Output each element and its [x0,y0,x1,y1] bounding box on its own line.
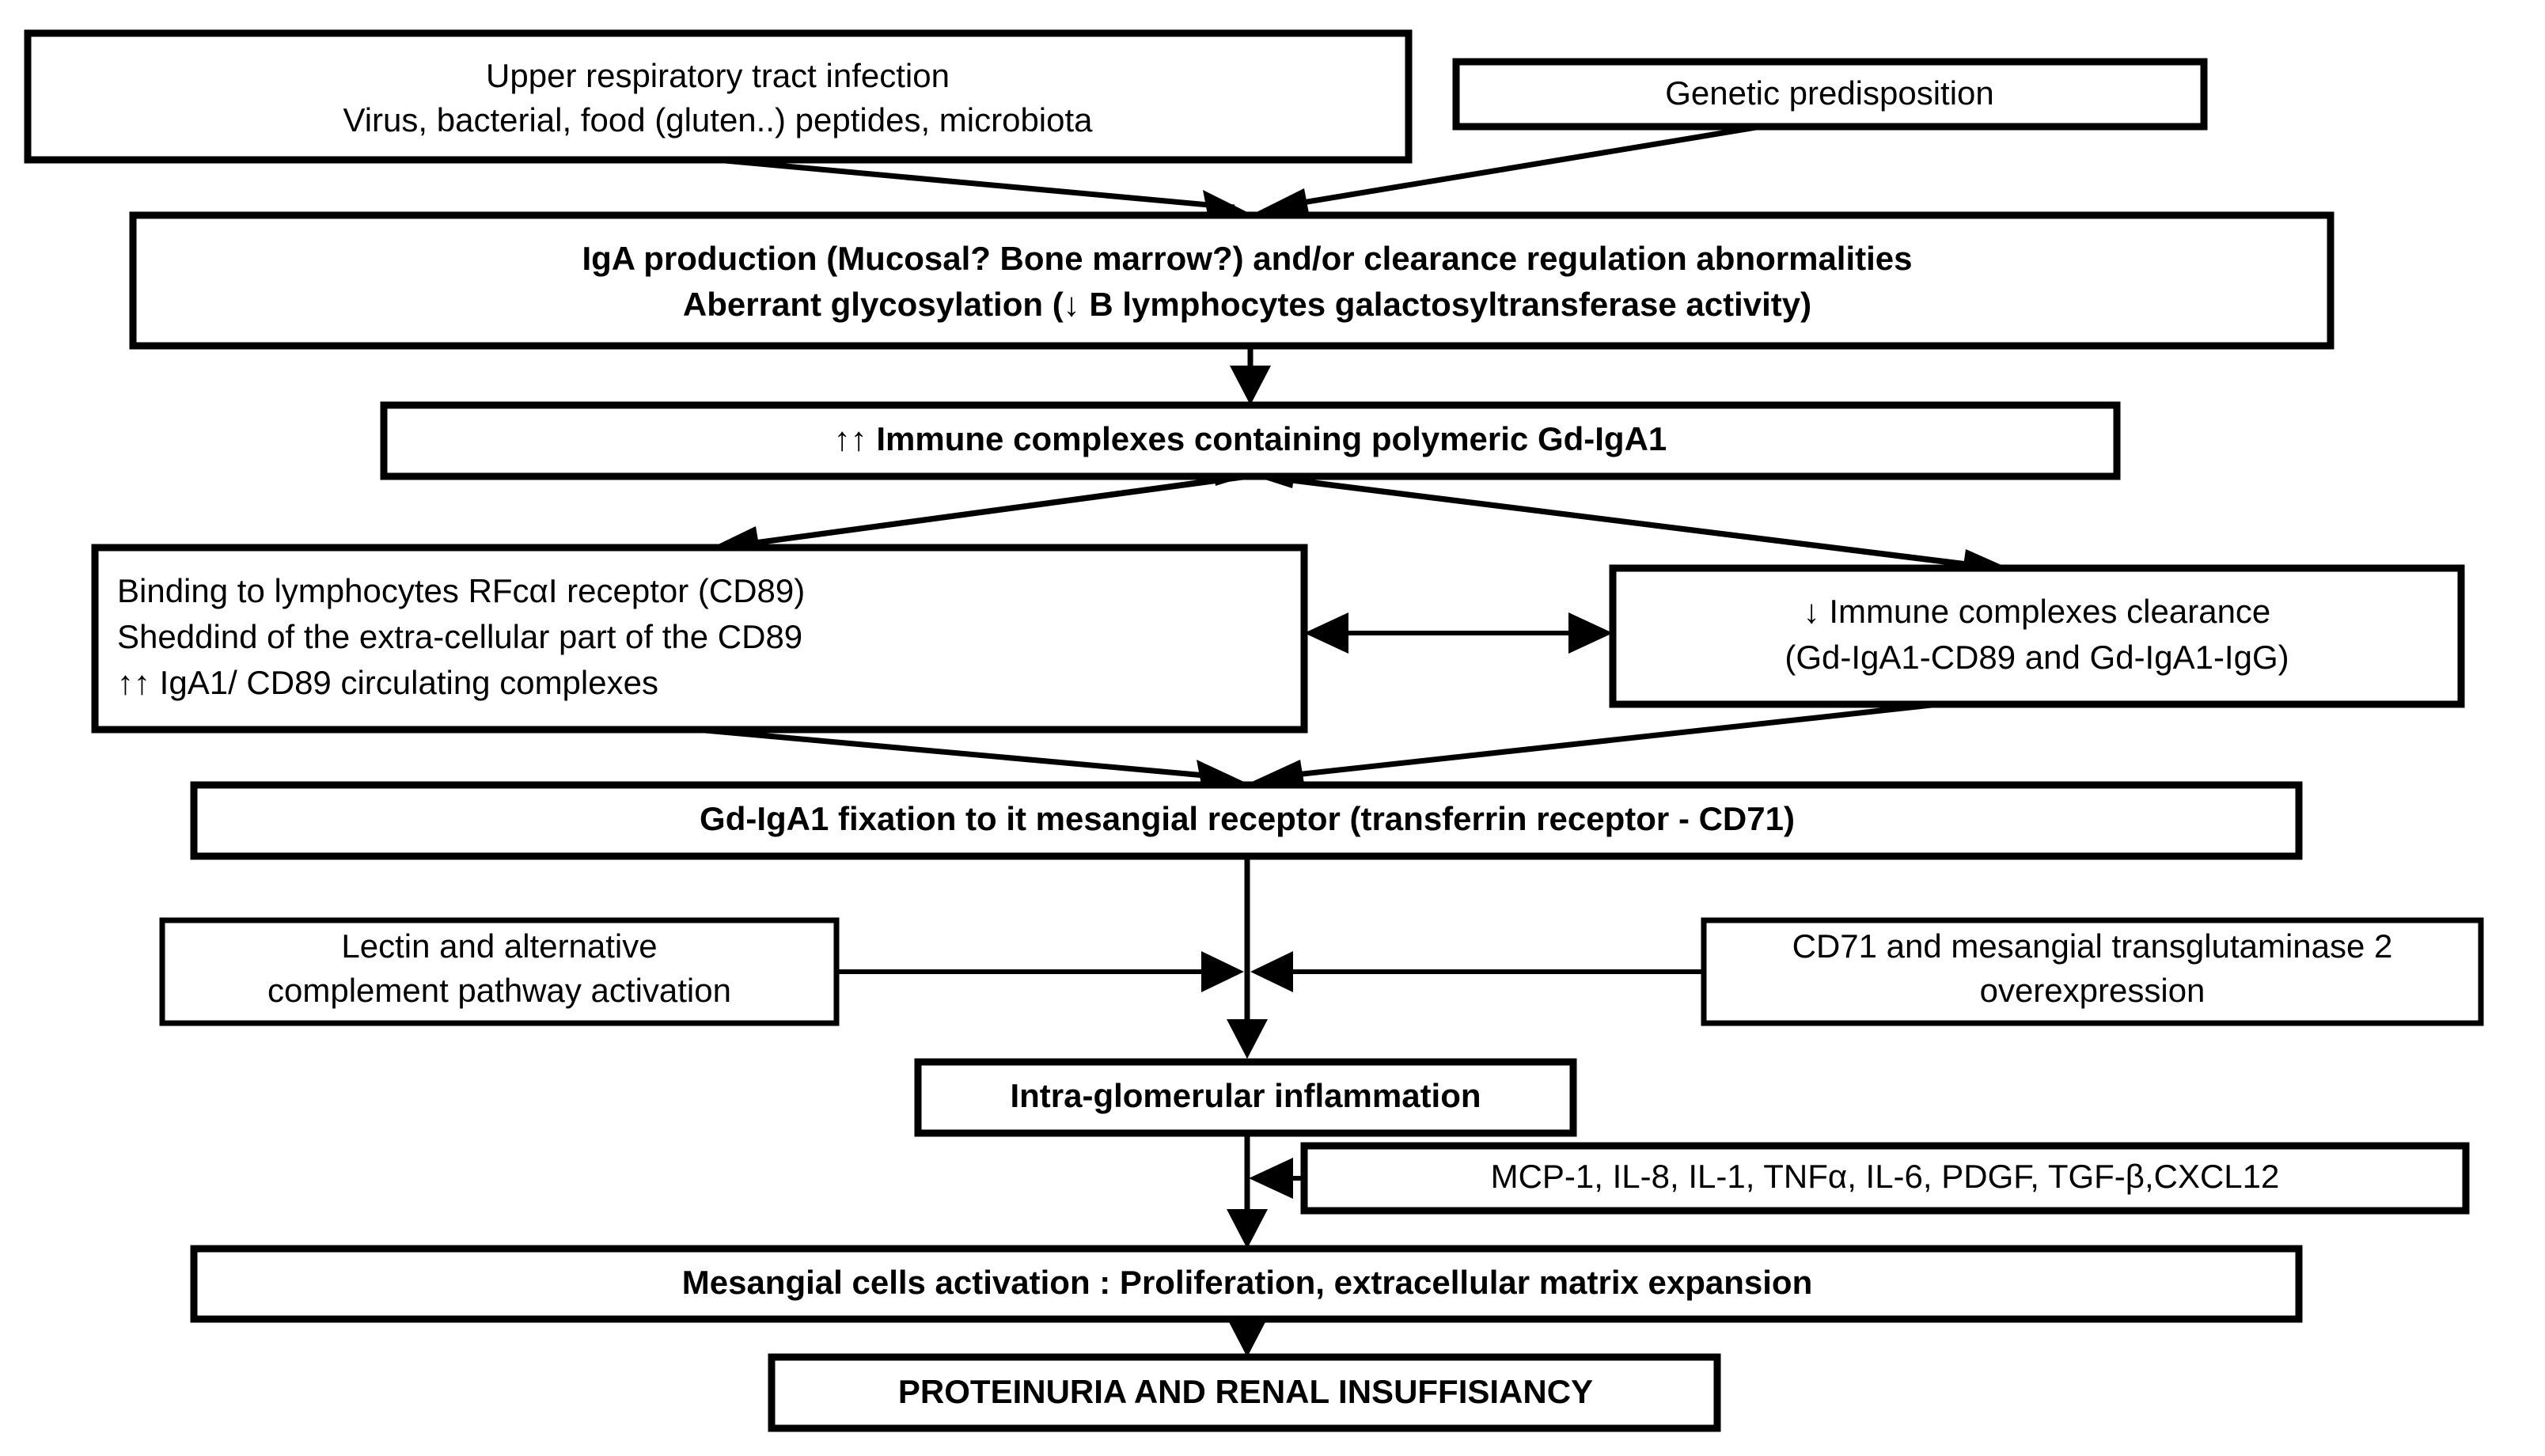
edge-binding-cd89-to-clearance-bidirectional [1304,612,1613,654]
iga-production-line-1: IgA production (Mucosal? Bone marrow?) a… [582,240,1912,277]
lectin-line-2: complement pathway activation [267,972,731,1009]
urti-line-1: Upper respiratory tract infection [486,57,950,94]
immune-complexes-label: ↑↑ Immune complexes containing polymeric… [834,420,1667,457]
edge-cytokines-to-trunk [1249,1158,1304,1199]
cd71-line-2: overexpression [1980,972,2206,1009]
fixation-label: Gd-IgA1 fixation to it mesangial recepto… [700,800,1795,837]
immune-complexes-clearance-box[interactable]: ↓ Immune complexes clearance (Gd-IgA1-CD… [1609,564,2465,708]
outcome-label: PROTEINURIA AND RENAL INSUFFISIANCY [898,1373,1593,1410]
edge-inflammation-to-mesangial [1227,1133,1268,1249]
edge-mesangial-to-outcome [1227,1318,1268,1357]
cd71-transglutaminase-box[interactable]: CD71 and mesangial transglutaminase 2 ov… [1701,917,2484,1026]
binding-cd89-line-3: ↑↑ IgA1/ CD89 circulating complexes [117,664,658,701]
binding-cd89-box[interactable]: Binding to lymphocytes RFcαI receptor (C… [91,544,1308,734]
genetic-predisposition-box[interactable]: Genetic predisposition [1452,58,2208,131]
edge-clearance-to-fixation [1252,701,1940,793]
gd-iga1-fixation-box[interactable]: Gd-IgA1 fixation to it mesangial recepto… [190,781,2303,860]
mesangial-label: Mesangial cells activation : Proliferati… [682,1264,1813,1301]
edge-cd71-tg2-to-trunk [1250,951,1704,992]
upper-respiratory-tract-infection-box[interactable]: Upper respiratory tract infection Virus,… [24,29,1413,164]
proteinuria-renal-insufficiancy-box[interactable]: PROTEINURIA AND RENAL INSUFFISIANCY [768,1353,1721,1432]
cytokines-list-box[interactable]: MCP-1, IL-8, IL-1, TNFα, IL-6, PDGF, TGF… [1300,1142,2470,1215]
clearance-line-1: ↓ Immune complexes clearance [1803,593,2271,630]
edge-lectin-to-trunk [836,951,1244,992]
binding-cd89-line-2: Sheddind of the extra-cellular part of t… [117,618,802,655]
genetic-label: Genetic predisposition [1665,74,1994,112]
cytokines-label: MCP-1, IL-8, IL-1, TNFα, IL-6, PDGF, TGF… [1491,1158,2280,1195]
iga-production-box[interactable]: IgA production (Mucosal? Bone marrow?) a… [129,211,2334,350]
cd71-line-1: CD71 and mesangial transglutaminase 2 [1792,927,2393,965]
clearance-line-2: (Gd-IgA1-CD89 and Gd-IgA1-IgG) [1785,639,2289,676]
binding-cd89-line-1: Binding to lymphocytes RFcαI receptor (C… [117,572,805,609]
iga-production-line-2: Aberrant glycosylation (↓ B lymphocytes … [683,286,1811,323]
intra-glomerular-inflammation-box[interactable]: Intra-glomerular inflammation [914,1058,1577,1137]
immune-complexes-box[interactable]: ↑↑ Immune complexes containing polymeric… [380,401,2121,480]
edge-iga-production-to-immune-complexes [1230,346,1271,405]
lectin-complement-pathway-box[interactable]: Lectin and alternative complement pathwa… [159,917,840,1026]
edge-fixation-to-inflammation [1227,856,1268,1059]
urti-line-2: Virus, bacterial, food (gluten..) peptid… [343,101,1093,138]
mesangial-cells-activation-box[interactable]: Mesangial cells activation : Proliferati… [190,1245,2303,1323]
lectin-line-1: Lectin and alternative [341,927,657,965]
inflammation-label: Intra-glomerular inflammation [1010,1077,1481,1114]
